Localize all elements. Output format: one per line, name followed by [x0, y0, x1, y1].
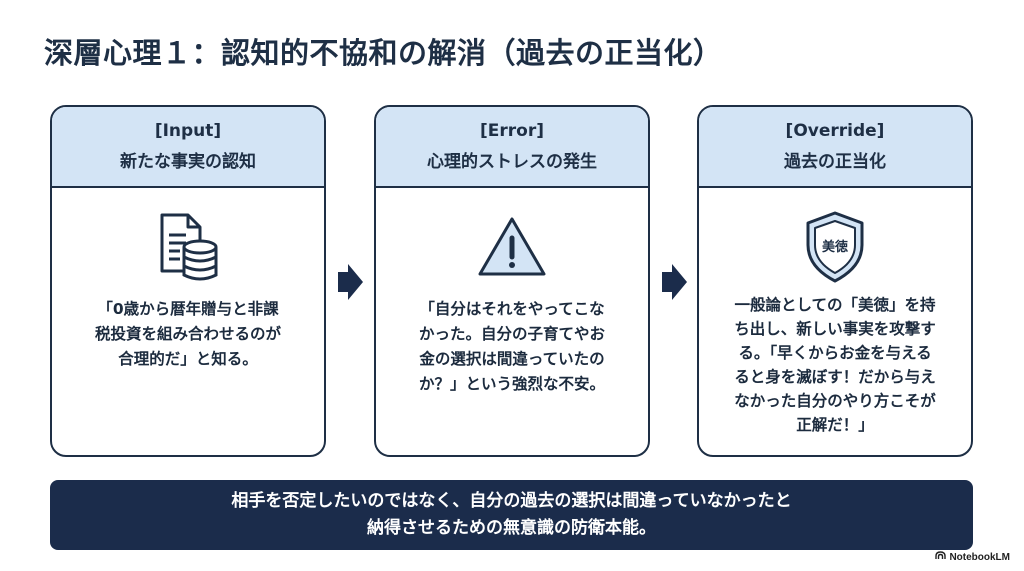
arrow-right-icon [660, 262, 688, 302]
brand-label: NotebookLM [949, 551, 1010, 563]
card-subtitle: 新たな事実の認知 [120, 152, 256, 172]
card-body-line: なかった自分のやり方こそが [734, 392, 936, 410]
shield-icon: 美徳 [699, 207, 971, 287]
card-body-line: か？」という強烈な不安。 [418, 375, 605, 393]
card-body-line: 正解だ！」 [796, 416, 874, 434]
page-title: 深層心理１：認知的不協和の解消（過去の正当化） [44, 36, 723, 70]
arrow-right-icon [336, 262, 364, 302]
card-subtitle: 心理的ストレスの発生 [427, 152, 597, 172]
shield-label: 美徳 [822, 239, 848, 255]
card-subtitle: 過去の正当化 [784, 152, 886, 172]
card-body-line: 「自分はそれをやってこな [419, 300, 605, 318]
error-card: [Error] 心理的ストレスの発生 「自分はそれをやってこな かった。自分の子… [374, 105, 650, 457]
conclusion-banner: 相手を否定したいのではなく、自分の過去の選択は間違っていなかったと 納得させるた… [50, 480, 973, 550]
card-body: 「0歳から暦年贈与と非課 税投資を組み合わせるのが 合理的だ」と知る。 [66, 297, 310, 372]
card-body-line: ち出し、新しい事実を攻撃す [734, 320, 936, 338]
card-tag: [Override] [785, 121, 885, 141]
card-body-line: 税投資を組み合わせるのが [94, 325, 281, 343]
card-body-line: ると身を滅ぼす！だから与え [734, 368, 936, 386]
brand-watermark: NotebookLM [935, 551, 1010, 563]
card-header: [Input] 新たな事実の認知 [52, 107, 324, 188]
card-tag: [Input] [154, 121, 222, 141]
notebooklm-logo-icon [935, 551, 947, 563]
card-body: 一般論としての「美徳」を持 ち出し、新しい事実を攻撃す る。「早くからお金を与え… [713, 293, 957, 437]
card-body-line: 「0歳から暦年贈与と非課 [97, 300, 279, 318]
banner-line: 相手を否定したいのではなく、自分の過去の選択は間違っていなかったと [231, 491, 792, 511]
card-body-line: かった。自分の子育てやお [418, 325, 605, 343]
card-body-line: 合理的だ」と知る。 [118, 350, 258, 368]
input-card: [Input] 新たな事実の認知 「0歳から暦年贈与と非課 税投資を組み合わせる… [50, 105, 326, 457]
card-body-line: 一般論としての「美徳」を持 [734, 296, 936, 314]
document-database-icon [52, 207, 324, 287]
card-body: 「自分はそれをやってこな かった。自分の子育てやお 金の選択は間違っていたの か… [390, 297, 634, 397]
warning-icon [376, 207, 648, 287]
card-tag: [Error] [480, 121, 544, 141]
card-body-line: る。「早くからお金を与える [738, 344, 932, 362]
card-header: [Error] 心理的ストレスの発生 [376, 107, 648, 188]
banner-line: 納得させるための無意識の防衛本能。 [367, 518, 656, 538]
card-body-line: 金の選択は間違っていたの [419, 350, 605, 368]
override-card: [Override] 過去の正当化 美徳 一般論としての「美徳」を持 ち出し、新… [697, 105, 973, 457]
card-header: [Override] 過去の正当化 [699, 107, 971, 188]
